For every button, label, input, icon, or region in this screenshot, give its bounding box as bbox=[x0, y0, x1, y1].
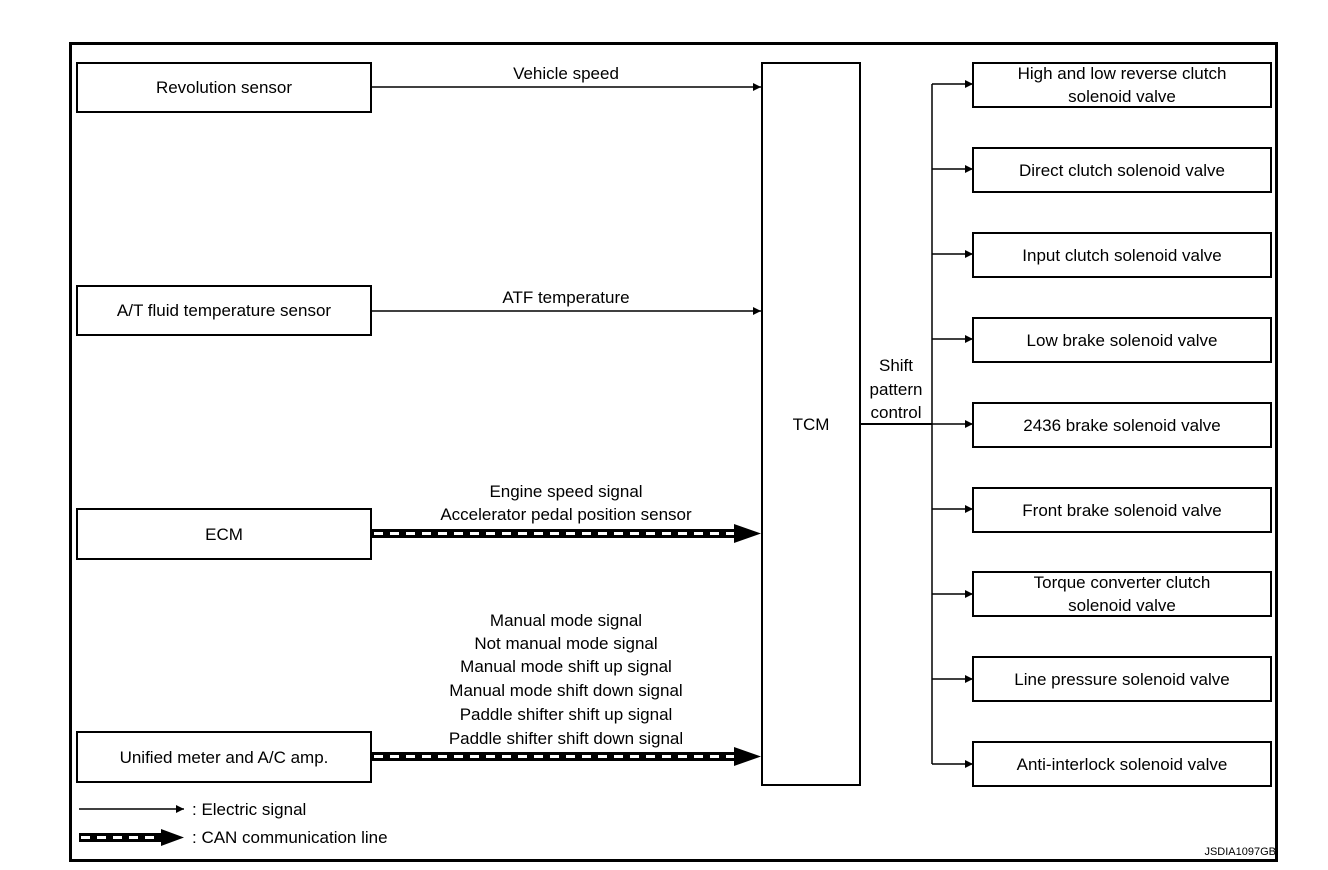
tcm-label: TCM bbox=[792, 414, 830, 434]
diagram-frame bbox=[69, 42, 1278, 862]
revolution-sensor-label: Revolution sensor bbox=[155, 78, 293, 97]
output-valve-box: Direct clutch solenoid valve bbox=[972, 147, 1272, 193]
atf-sensor-label: A/T fluid temperature sensor bbox=[116, 301, 332, 320]
legend-electric-label: : Electric signal bbox=[192, 800, 307, 819]
meter-signal-label: Not manual mode signal bbox=[474, 634, 658, 653]
output-valve-box: High and low reverse clutch solenoid val… bbox=[972, 62, 1272, 108]
ecm-box: ECM bbox=[76, 508, 372, 560]
output-valve-label: Input clutch solenoid valve bbox=[1022, 245, 1222, 265]
output-valve-box: Low brake solenoid valve bbox=[972, 317, 1272, 363]
atf-sensor-box: A/T fluid temperature sensor bbox=[76, 285, 372, 336]
meter-can-line bbox=[372, 747, 761, 766]
output-valve-box: Torque converter clutch solenoid valve bbox=[972, 571, 1272, 617]
output-valve-box: Input clutch solenoid valve bbox=[972, 232, 1272, 278]
legend-can-symbol bbox=[79, 829, 184, 846]
meter-signal-label: Manual mode shift down signal bbox=[449, 681, 683, 700]
tcm-box: TCM bbox=[761, 62, 861, 786]
output-valve-label: Line pressure solenoid valve bbox=[1014, 669, 1230, 689]
output-valve-box: Front brake solenoid valve bbox=[972, 487, 1272, 533]
vehicle-speed-label: Vehicle speed bbox=[513, 64, 619, 83]
meter-signal-label: Manual mode signal bbox=[489, 611, 643, 630]
figure-code: JSDIA1097GB bbox=[1204, 846, 1276, 858]
meter-signal-label: Paddle shifter shift down signal bbox=[448, 729, 684, 748]
meter-signal-label: Paddle shifter shift up signal bbox=[459, 705, 673, 724]
ecm-label: ECM bbox=[205, 524, 243, 544]
ecm-signal-label: Engine speed signal bbox=[489, 482, 643, 501]
output-valve-label: Front brake solenoid valve bbox=[1022, 500, 1222, 520]
output-valve-label: Direct clutch solenoid valve bbox=[1019, 160, 1225, 180]
shift-pattern-label: Shift bbox=[878, 356, 914, 375]
output-valve-label: Torque converter clutch bbox=[1033, 573, 1211, 592]
output-valve-label: Low brake solenoid valve bbox=[1026, 330, 1218, 350]
unified-meter-box: Unified meter and A/C amp. bbox=[76, 731, 372, 783]
output-valve-label: solenoid valve bbox=[1068, 596, 1176, 615]
output-valve-label: Anti-interlock solenoid valve bbox=[1016, 754, 1228, 774]
output-valve-label: solenoid valve bbox=[1068, 87, 1176, 106]
ecm-signal-label: Accelerator pedal position sensor bbox=[440, 505, 692, 524]
legend-can-label: : CAN communication line bbox=[192, 828, 388, 847]
meter-signal-label: Manual mode shift up signal bbox=[460, 657, 672, 676]
unified-meter-label: Unified meter and A/C amp. bbox=[119, 747, 329, 767]
output-valve-box: Anti-interlock solenoid valve bbox=[972, 741, 1272, 787]
output-valve-box: Line pressure solenoid valve bbox=[972, 656, 1272, 702]
ecm-can-line bbox=[372, 524, 761, 543]
output-valve-label: 2436 brake solenoid valve bbox=[1023, 415, 1221, 435]
shift-pattern-label: control bbox=[870, 403, 922, 422]
atf-temperature-label: ATF temperature bbox=[502, 288, 630, 307]
revolution-sensor-box: Revolution sensor bbox=[76, 62, 372, 113]
output-valve-box: 2436 brake solenoid valve bbox=[972, 402, 1272, 448]
output-valve-label: High and low reverse clutch bbox=[1017, 64, 1227, 83]
shift-pattern-label: pattern bbox=[869, 380, 923, 399]
